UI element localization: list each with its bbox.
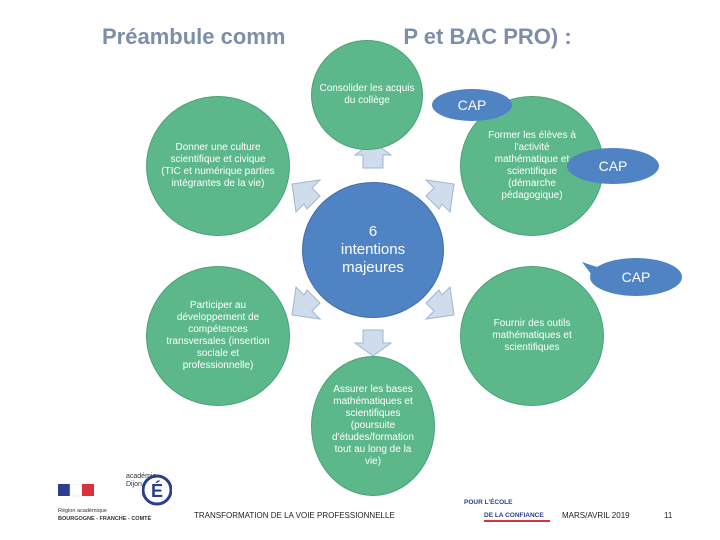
node-bottom: Assurer les bases mathématiques et scien… — [311, 356, 435, 496]
node-lower-right: Fournir des outils mathématiques et scie… — [460, 266, 604, 406]
footer-center-text: TRANSFORMATION DE LA VOIE PROFESSIONNELL… — [194, 511, 395, 520]
academie-line-1: académie — [126, 473, 157, 480]
page-number: 11 — [664, 511, 673, 520]
cap-bubble-2: CAP — [567, 148, 659, 184]
cap-bubble-1: CAP — [432, 89, 512, 121]
center-line-2: intentions — [340, 241, 406, 258]
academie-e-icon: É — [142, 474, 172, 506]
ecole-confiance-logo: POUR L'ÉCOLE DE LA CONFIANCE — [460, 499, 556, 525]
node-top-label: Consolider les acquis du collège — [319, 83, 415, 106]
marianne-flag-icon — [58, 484, 94, 497]
arrow-lower-left — [291, 285, 322, 320]
region-line-1: Région académique — [58, 508, 107, 514]
cap-bubble-1-label: CAP — [457, 97, 487, 113]
footer-date: MARS/AVRIL 2019 — [562, 511, 630, 520]
node-upper-left: Donner une culture scientifique et civiq… — [146, 96, 290, 236]
ecole-underline — [484, 520, 550, 522]
region-logo: Région académique BOURGOGNE - FRANCHE - … — [56, 484, 176, 530]
cap-bubble-3: CAP — [590, 258, 682, 296]
node-lower-left: Participer au développement de compétenc… — [146, 266, 290, 406]
node-lower-left-label: Participer au développement de compétenc… — [166, 300, 270, 371]
title-right: P et BAC PRO) : — [403, 24, 572, 49]
arrow-lower-right — [424, 285, 455, 320]
node-upper-left-label: Donner une culture scientifique et civiq… — [161, 142, 275, 189]
node-center: 6 intentions majeures — [302, 182, 444, 318]
region-line-2: BOURGOGNE - FRANCHE - COMTÉ — [58, 516, 152, 522]
svg-text:É: É — [151, 480, 163, 501]
academie-logo: académie Dijon É — [126, 466, 174, 512]
page-title: Préambule comm P et BAC PRO) : — [102, 24, 662, 50]
center-line-3: majeures — [342, 259, 404, 276]
arrow-down — [353, 329, 393, 357]
arrow-upper-left — [291, 179, 322, 214]
cap-bubble-2-label: CAP — [598, 158, 628, 174]
ecole-line-1: POUR L'ÉCOLE — [464, 499, 513, 506]
center-line-1: 6 — [368, 223, 378, 240]
arrow-upper-right — [424, 179, 455, 214]
node-bottom-label: Assurer les bases mathématiques et scien… — [332, 384, 414, 467]
node-upper-right-label: Former les élèves à l'activité mathémati… — [488, 130, 576, 201]
node-lower-right-label: Fournir des outils mathématiques et scie… — [492, 318, 572, 353]
academie-line-2: Dijon — [126, 481, 142, 488]
ecole-line-2: DE LA CONFIANCE — [484, 512, 544, 519]
node-top: Consolider les acquis du collège — [311, 40, 423, 150]
title-left: Préambule comm — [102, 24, 286, 49]
cap-bubble-3-label: CAP — [621, 269, 651, 285]
